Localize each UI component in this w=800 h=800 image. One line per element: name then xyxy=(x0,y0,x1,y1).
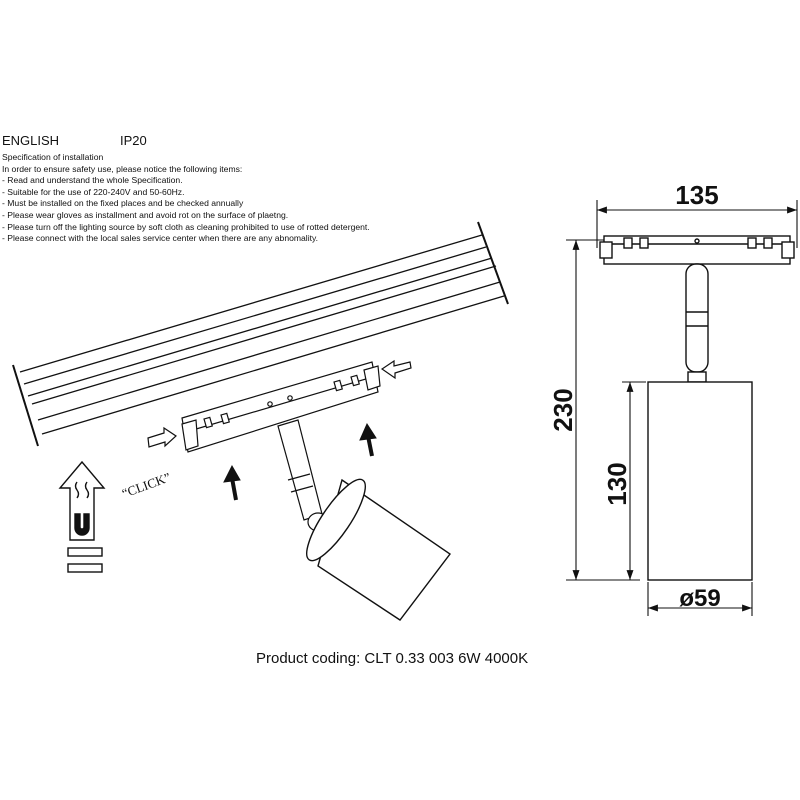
dimension-height: 230 xyxy=(548,388,578,431)
product-coding: Product coding: CLT 0.33 003 6W 4000K xyxy=(256,650,529,667)
spec-item: Please connect with the local sales serv… xyxy=(2,233,472,245)
track-rail xyxy=(12,221,509,447)
dimension-lines xyxy=(566,200,798,616)
dimension-body-length: 130 xyxy=(602,462,632,505)
spec-item: Must be installed on the fixed places an… xyxy=(2,198,472,210)
click-label: “CLICK” xyxy=(120,469,173,500)
spotlight-cylinder xyxy=(306,478,452,621)
fixture-side-view xyxy=(599,235,795,581)
push-arrows xyxy=(223,422,377,501)
spec-item: Read and understand the whole Specificat… xyxy=(2,175,472,187)
magnet-icon xyxy=(58,460,106,573)
connector-arrows xyxy=(147,359,412,448)
dimension-diameter: ø59 xyxy=(679,585,720,612)
spec-item: Please wear gloves as installment and av… xyxy=(2,210,472,222)
spec-item: Suitable for the use of 220-240V and 50-… xyxy=(2,187,472,199)
spec-item: Please turn off the lighting source by s… xyxy=(2,222,472,234)
language-label: ENGLISH xyxy=(2,133,60,148)
dimension-width: 135 xyxy=(675,180,718,210)
track-adapter xyxy=(181,361,381,453)
spec-title: Specification of installation xyxy=(2,152,104,162)
swivel-arm xyxy=(277,419,329,532)
spec-list: Read and understand the whole Specificat… xyxy=(2,175,472,245)
spec-intro: In order to ensure safety use, please no… xyxy=(2,163,243,174)
spec-header: ENGLISH IP20 xyxy=(2,130,472,152)
ip-rating: IP20 xyxy=(120,133,147,148)
installation-specification: ENGLISH IP20 Specification of installati… xyxy=(2,130,472,245)
